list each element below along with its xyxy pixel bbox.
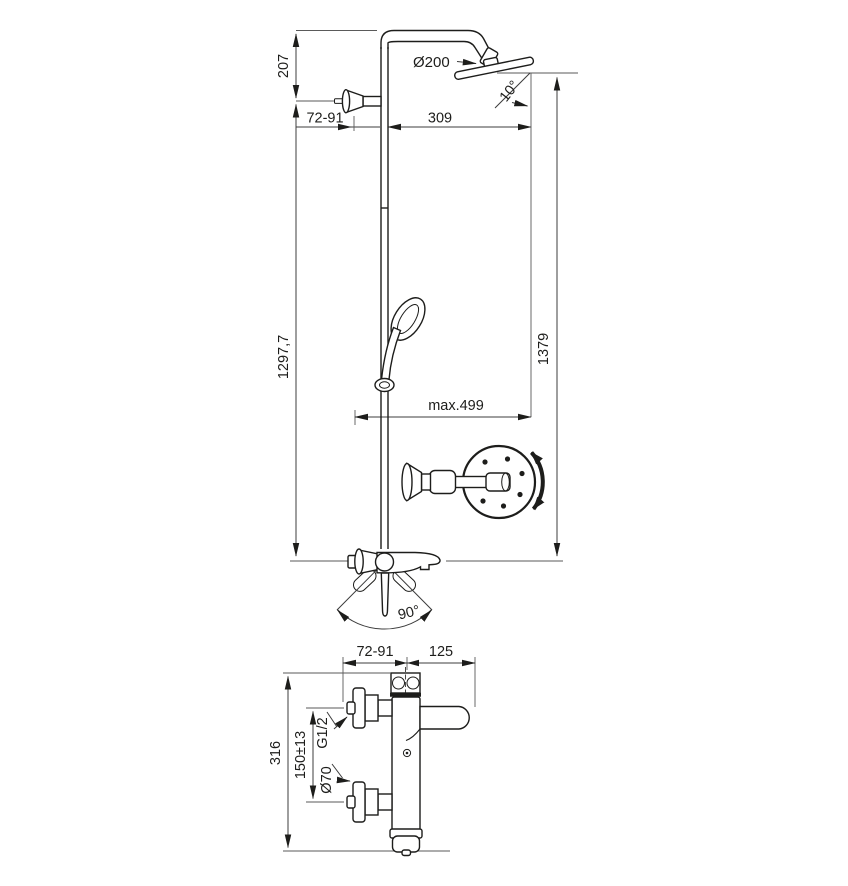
dim-label-1379: 1379 bbox=[536, 333, 552, 365]
rotation-arrow bbox=[529, 451, 545, 511]
bath-mixer-side bbox=[346, 667, 470, 857]
dimension-316: 316 bbox=[268, 672, 450, 852]
mixer-side-body bbox=[391, 696, 421, 831]
top-inlet-escutcheon bbox=[346, 687, 393, 729]
dimension-72-91-bottom: 72-91 125 bbox=[342, 644, 476, 707]
side-spout bbox=[419, 705, 470, 730]
dim-label-150-13: 150±13 bbox=[293, 731, 309, 779]
dim-label-90-degrees: 90° bbox=[396, 603, 421, 624]
dimension-72-91-top: 72-91 bbox=[296, 111, 380, 131]
dim-label-207: 207 bbox=[276, 54, 292, 78]
swivel-wall-holder bbox=[401, 444, 545, 520]
hand-shower-handle bbox=[380, 326, 402, 381]
wall-bracket bbox=[334, 88, 382, 114]
bath-mixer-front bbox=[347, 548, 441, 575]
dim-label-10-degrees: 10° bbox=[497, 78, 523, 105]
dim-label-g12: G1/2 bbox=[315, 717, 331, 748]
mixer-escutcheon bbox=[354, 548, 364, 575]
bottom-inlet-escutcheon bbox=[346, 781, 393, 823]
body-screw bbox=[402, 748, 412, 758]
dimension-1297-7: 1297,7 bbox=[276, 103, 348, 562]
bottom-outlet bbox=[389, 828, 423, 857]
spout-swivel-diagram: 90° bbox=[336, 561, 433, 630]
dim-label-72-91-bottom: 72-91 bbox=[356, 644, 393, 660]
top-inlet-nipple bbox=[346, 701, 356, 715]
dim-label-o70: Ø70 bbox=[319, 766, 335, 793]
dim-label-max-499: max.499 bbox=[428, 398, 484, 414]
spout-ghost-down bbox=[380, 572, 390, 617]
dimension-max-499: max.499 bbox=[354, 398, 532, 425]
dim-label-125: 125 bbox=[429, 644, 453, 660]
mixer-hub bbox=[374, 552, 395, 572]
dimension-1379: 1379 bbox=[446, 76, 563, 562]
hand-shower bbox=[374, 297, 426, 393]
dimension-309: 309 bbox=[387, 111, 532, 131]
dimension-150-13: 150±13 bbox=[293, 707, 344, 803]
spout-ghost-left bbox=[352, 568, 377, 592]
dimension-o200: Ø200 bbox=[413, 54, 477, 71]
arm-slider bbox=[428, 469, 457, 495]
dim-label-316: 316 bbox=[268, 741, 284, 765]
overhead-shower-head bbox=[454, 56, 535, 80]
dim-label-1297-7: 1297,7 bbox=[276, 335, 292, 379]
dimension-207: 207 bbox=[276, 30, 377, 102]
dim-label-o200: Ø200 bbox=[413, 54, 450, 71]
label-o70: Ø70 bbox=[319, 763, 351, 794]
front-view: 207 1297,7 72-91 309 Ø200 bbox=[276, 29, 578, 630]
riser-pipe bbox=[380, 47, 389, 549]
dim-label-309: 309 bbox=[428, 111, 452, 127]
bottom-inlet-nipple bbox=[346, 795, 356, 809]
label-g12: G1/2 bbox=[315, 711, 348, 749]
dim-label-72-91-top: 72-91 bbox=[306, 111, 343, 127]
side-view: 72-91 125 316 150±13 G1/2 Ø70 bbox=[268, 644, 476, 857]
